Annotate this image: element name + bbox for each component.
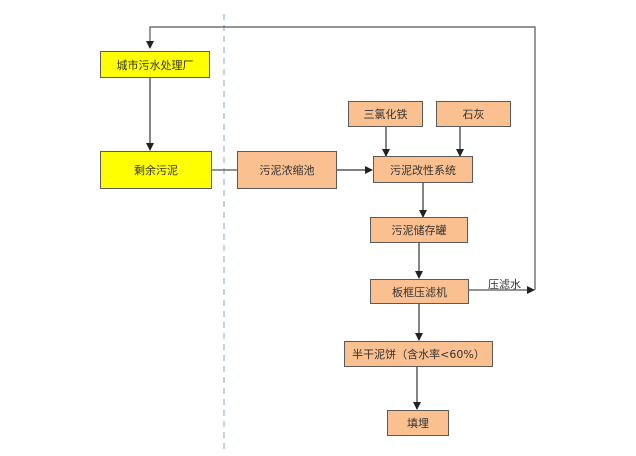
edge-filtrate-return bbox=[146, 26, 536, 290]
node-excess-sludge: 剩余污泥 bbox=[100, 151, 212, 189]
node-wwtp: 城市污水处理厂 bbox=[100, 51, 210, 78]
node-sludge-storage-tank: 污泥储存罐 bbox=[370, 217, 468, 243]
node-lime: 石灰 bbox=[436, 101, 511, 127]
node-conditioning-system: 污泥改性系统 bbox=[373, 156, 473, 183]
edge-label-filtrate: 压滤水 bbox=[488, 278, 521, 291]
node-thickener: 污泥浓缩池 bbox=[237, 151, 337, 189]
node-semi-dry-cake: 半干泥饼（含水率<60%） bbox=[344, 341, 493, 367]
node-plate-frame-filter-press: 板框压滤机 bbox=[370, 279, 469, 304]
node-landfill: 填埋 bbox=[387, 410, 449, 436]
node-ferric-chloride: 三氯化铁 bbox=[348, 101, 423, 127]
